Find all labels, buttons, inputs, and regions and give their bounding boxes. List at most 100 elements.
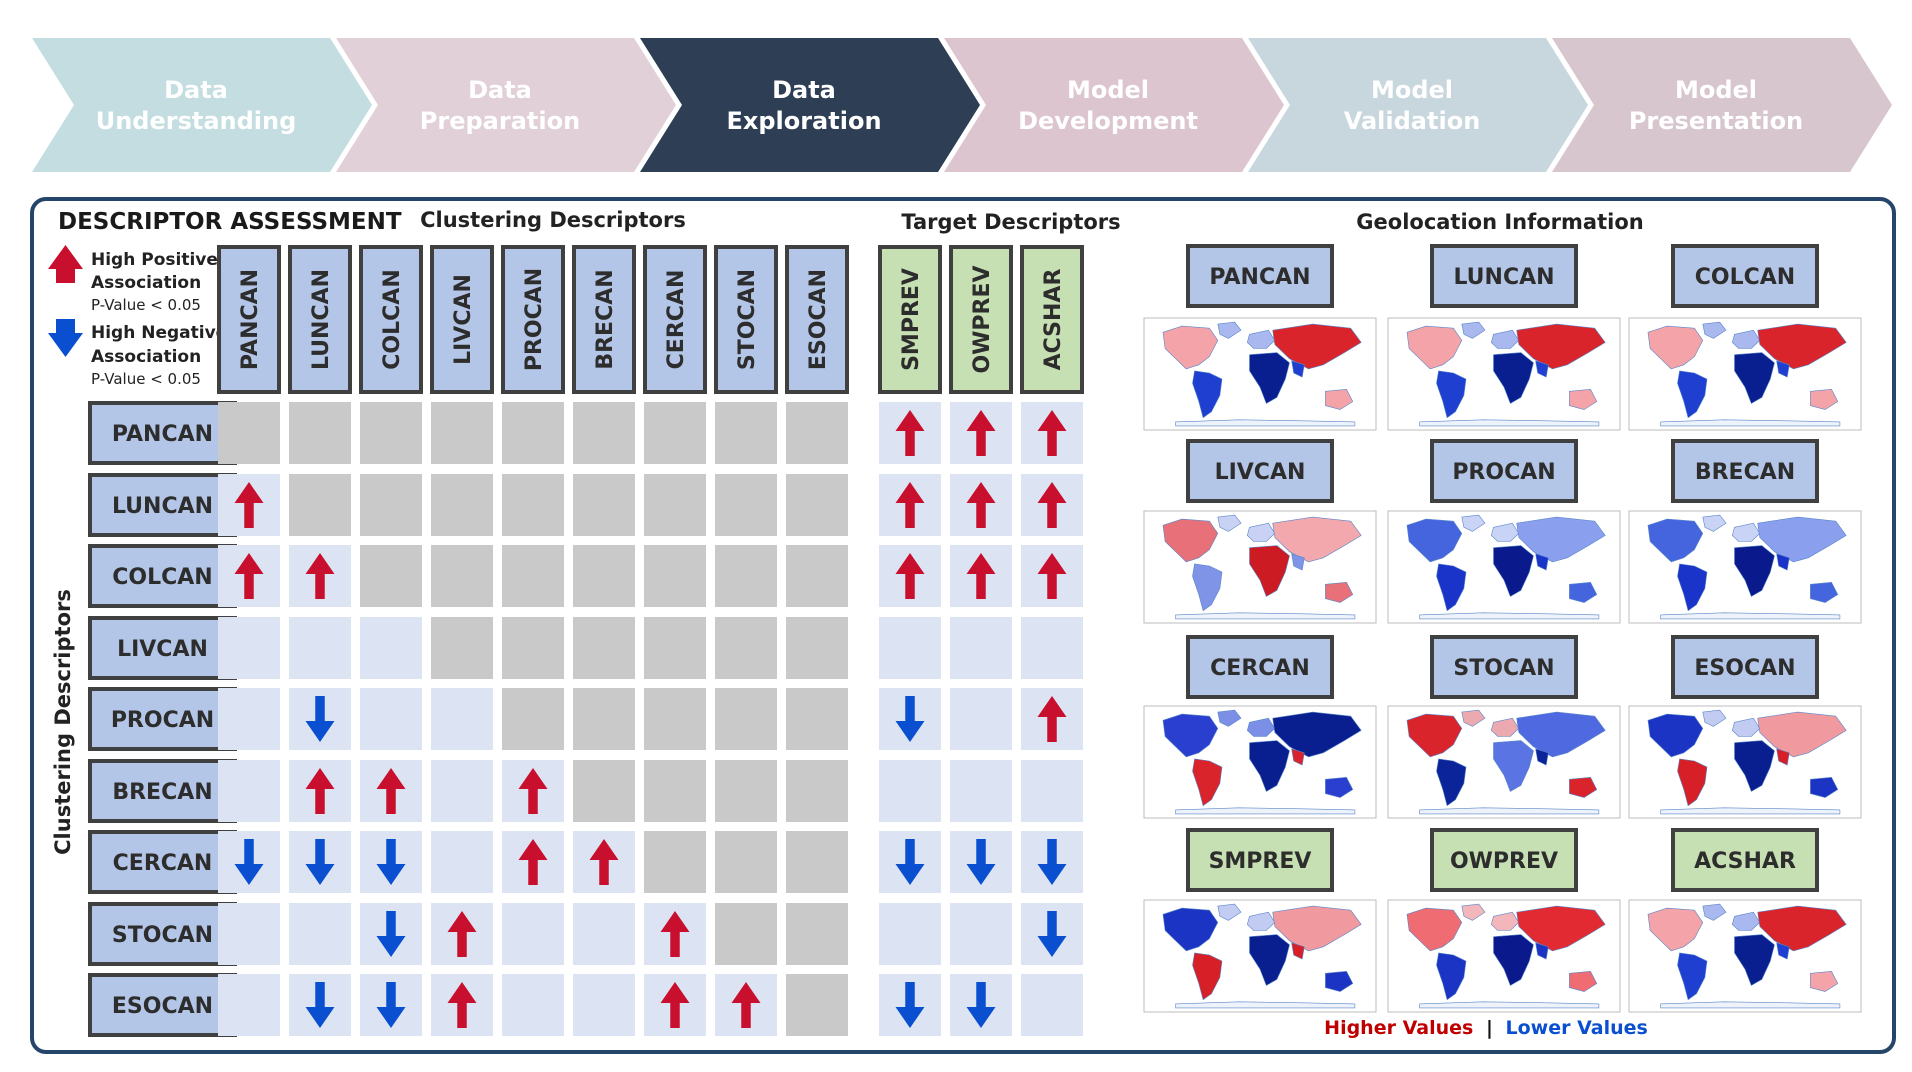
matrix-cell xyxy=(360,402,422,464)
matrix-cell-bg xyxy=(431,545,493,607)
row-header-box xyxy=(88,902,237,966)
geo-map-panel: COLCAN xyxy=(1628,244,1862,431)
column-header-label: LUNCAN xyxy=(309,269,334,370)
asia-shape xyxy=(1757,711,1847,758)
matrix-cell xyxy=(218,831,280,893)
matrix-cell xyxy=(786,974,848,1036)
greenland-shape xyxy=(1702,514,1727,532)
row-header: BRECAN xyxy=(88,759,237,823)
europe-shape xyxy=(1731,717,1761,737)
antarctica-shape xyxy=(1660,612,1841,620)
south-america-shape xyxy=(1436,758,1467,807)
africa-shape xyxy=(1249,352,1290,404)
matrix-cell-bg xyxy=(502,402,564,464)
matrix-cell xyxy=(360,688,422,750)
matrix-cell xyxy=(950,545,1012,607)
africa-shape xyxy=(1493,740,1534,792)
matrix-cell xyxy=(431,474,493,536)
column-header-box xyxy=(643,245,707,394)
matrix-cell xyxy=(1021,974,1083,1036)
up-arrow-icon xyxy=(518,768,548,814)
process-step-line1: Data xyxy=(772,76,836,104)
greenland-shape xyxy=(1702,903,1727,921)
target-descriptors-header: Target Descriptors xyxy=(901,210,1120,234)
matrix-cell xyxy=(950,760,1012,822)
matrix-cell xyxy=(573,760,635,822)
india-shape xyxy=(1291,553,1305,571)
matrix-cell xyxy=(502,617,564,679)
column-header: STOCAN xyxy=(714,245,778,394)
greenland-shape xyxy=(1461,903,1486,921)
matrix-cell xyxy=(786,474,848,536)
column-header-box xyxy=(878,245,942,394)
row-headers: PANCANLUNCANCOLCANLIVCANPROCANBRECANCERC… xyxy=(88,401,237,1037)
column-header: PROCAN xyxy=(501,245,565,394)
map-label: COLCAN xyxy=(1695,265,1795,290)
australia-shape xyxy=(1810,970,1839,992)
asia-shape xyxy=(1757,323,1847,370)
south-america-shape xyxy=(1677,563,1708,612)
matrix-cell xyxy=(218,545,280,607)
africa-shape xyxy=(1734,545,1775,597)
matrix-cell xyxy=(786,545,848,607)
legend-positive-pvalue: P-Value < 0.05 xyxy=(91,296,201,314)
matrix-cell xyxy=(573,545,635,607)
australia-shape xyxy=(1569,776,1598,798)
matrix-cell xyxy=(950,617,1012,679)
matrix-cell xyxy=(644,974,706,1036)
north-america-shape xyxy=(1406,325,1463,370)
europe-shape xyxy=(1490,329,1520,349)
matrix-cell xyxy=(644,688,706,750)
matrix-cell xyxy=(289,688,351,750)
row-header-box xyxy=(88,973,237,1037)
column-header: ESOCAN xyxy=(785,245,849,394)
matrix-cell-bg xyxy=(644,617,706,679)
matrix-cell xyxy=(644,903,706,965)
column-header-box xyxy=(785,245,849,394)
geo-map-panel: BRECAN xyxy=(1628,439,1862,624)
matrix-cell xyxy=(879,688,941,750)
map-label-box xyxy=(1186,828,1334,892)
matrix-cell-bg xyxy=(218,402,280,464)
europe-shape xyxy=(1246,911,1276,931)
australia-shape xyxy=(1810,776,1839,798)
column-header: PANCAN xyxy=(217,245,281,394)
column-header-label: ESOCAN xyxy=(806,269,831,370)
value-scale-legend: Higher Values | Lower Values xyxy=(1324,1017,1648,1039)
matrix-cell-bg xyxy=(431,760,493,822)
row-header-label: BRECAN xyxy=(112,780,212,805)
matrix-cell xyxy=(431,688,493,750)
matrix-cell-bg xyxy=(1021,760,1083,822)
australia-shape xyxy=(1325,581,1354,603)
africa-shape xyxy=(1249,740,1290,792)
column-header: COLCAN xyxy=(359,245,423,394)
asia-shape xyxy=(1272,905,1362,952)
europe-shape xyxy=(1246,329,1276,349)
matrix-cell-bg xyxy=(218,760,280,822)
matrix-cell xyxy=(879,760,941,822)
matrix-cell-bg xyxy=(644,760,706,822)
matrix-cell-bg xyxy=(218,974,280,1036)
process-chevron-bar: DataUnderstandingDataPreparationDataExpl… xyxy=(32,38,1892,172)
africa-shape xyxy=(1249,545,1290,597)
matrix-cell-bg xyxy=(431,831,493,893)
matrix-cell-bg xyxy=(644,831,706,893)
europe-shape xyxy=(1731,522,1761,542)
legend-positive-line2: Association xyxy=(91,273,201,293)
matrix-cell xyxy=(950,402,1012,464)
india-shape xyxy=(1291,360,1305,378)
africa-shape xyxy=(1493,934,1534,986)
north-america-shape xyxy=(1406,713,1463,758)
up-arrow-icon xyxy=(731,982,761,1028)
south-america-shape xyxy=(1192,758,1223,807)
matrix-cell-bg xyxy=(573,545,635,607)
column-header-box xyxy=(430,245,494,394)
india-shape xyxy=(1776,748,1790,766)
geo-map-panel: OWPREV xyxy=(1387,828,1621,1013)
column-header-label: PROCAN xyxy=(522,268,547,371)
matrix-cell xyxy=(218,760,280,822)
europe-shape xyxy=(1246,717,1276,737)
